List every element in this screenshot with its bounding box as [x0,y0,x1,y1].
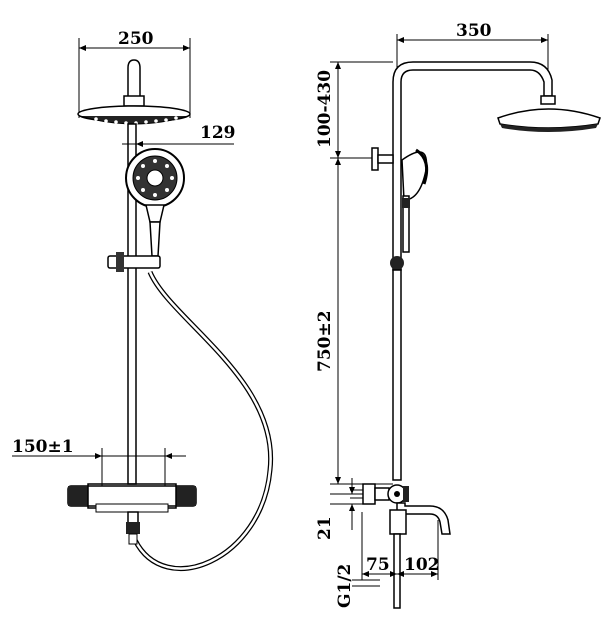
rain-shower-head-icon [77,59,191,125]
dimension-inlet-thread: G1/2 [335,564,380,608]
dimension-label-250: 250 [118,29,154,49]
dimension-label-750: 750±2 [315,310,335,372]
dimension-mixer-centers: 150±1 [12,437,186,488]
dimension-label-150: 150±1 [12,437,74,457]
dimension-inlet-offset: 21 [315,478,363,540]
dimension-label-g12: G1/2 [335,564,355,608]
hand-shower-icon [125,148,185,257]
shower-column-side-view-icon: 350 100-430 750±2 [315,21,601,609]
dimension-label-129: 129 [200,123,236,143]
dimension-label-21: 21 [315,516,335,540]
dimension-arm-reach: 350 [396,21,549,100]
dimension-label-75: 75 [366,555,390,575]
dimension-height-adjust: 100-430 [315,61,393,159]
dimension-label-100-430: 100-430 [315,70,335,148]
front-view: 250 129 [12,29,274,571]
dimension-head-diameter: 250 [78,29,191,118]
slider-bracket [107,252,161,272]
shower-hose [132,270,274,571]
dimension-spout: 75 102 [361,512,440,580]
dimension-label-102: 102 [404,555,440,575]
thermostatic-mixer-icon [67,483,197,545]
dimension-hand-shower-offset: 129 [122,123,236,147]
dimension-label-350: 350 [456,21,492,41]
dimension-rail-height: 750±2 [315,158,393,485]
